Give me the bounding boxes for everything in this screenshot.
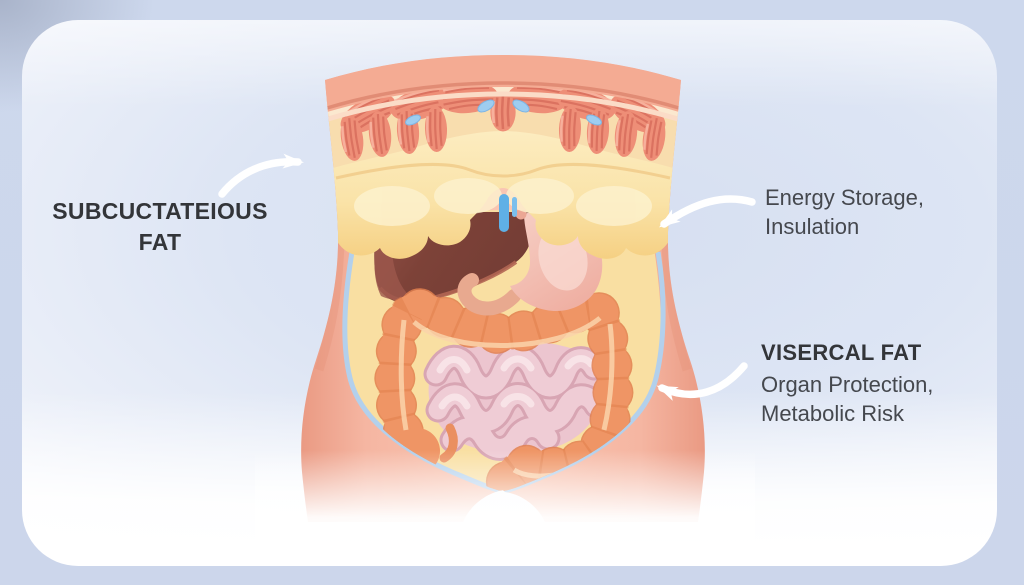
visceral-fat-line2: Metabolic Risk — [761, 401, 905, 426]
label-energy-storage: Energy Storage, Insulation — [765, 183, 924, 241]
visceral-fat-line1: Organ Protection, — [761, 372, 934, 397]
subcutaneous-fat-title-line2: FAT — [138, 229, 182, 255]
energy-storage-line2: Insulation — [765, 214, 860, 239]
visceral-fat-title: VISERCAL FAT — [761, 340, 922, 365]
label-subcutaneous-fat: SUBCUCTATEIOUS FAT — [18, 196, 302, 258]
label-visceral-fat: VISERCAL FAT Organ Protection, Metabolic… — [761, 338, 933, 428]
energy-storage-line1: Energy Storage, — [765, 185, 924, 210]
card-panel — [22, 20, 997, 566]
subcutaneous-fat-title-line1: SUBCUCTATEIOUS — [52, 198, 268, 224]
